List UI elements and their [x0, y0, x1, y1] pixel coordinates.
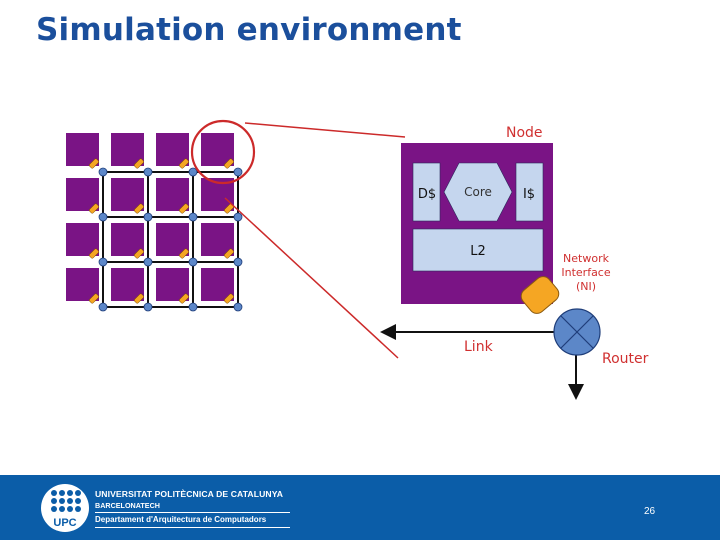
university-subtitle: BARCELONATECH	[95, 501, 160, 510]
noc-diagram: D$ Core I$ L2 Node Network Interface (NI…	[66, 119, 649, 400]
department-name: Departament d'Arquitectura de Computador…	[95, 515, 267, 524]
mesh-router	[233, 212, 243, 222]
router-cross-2	[560, 315, 594, 349]
mesh-router	[143, 212, 153, 222]
slide-title: Simulation environment	[36, 12, 462, 48]
mesh-router	[98, 257, 108, 267]
ni-label-line2: Interface	[561, 266, 610, 279]
footer-bar: UPC UNIVERSITAT POLITÈCNICA DE CATALUNYA…	[0, 475, 720, 540]
mesh-router	[188, 212, 198, 222]
icache-block	[515, 162, 544, 222]
node-label: Node	[506, 125, 543, 141]
callout-line-top	[244, 122, 406, 138]
core-label: Core	[464, 185, 492, 199]
mesh-network-interface	[134, 203, 144, 214]
mesh-network-interface	[179, 293, 189, 304]
mesh-network-interface	[224, 158, 234, 169]
mesh-network-interface	[179, 248, 189, 259]
mesh-network-interface	[179, 158, 189, 169]
icache-label: I$	[523, 187, 535, 202]
callout-line-bottom	[224, 197, 399, 359]
footer-divider-bottom	[95, 527, 290, 528]
dcache-block	[412, 162, 441, 222]
mesh-network-interface	[224, 248, 234, 259]
mesh-network-interface	[134, 293, 144, 304]
mesh-router	[143, 167, 153, 177]
callout-circle	[190, 119, 256, 185]
ni-label-line1: Network	[563, 252, 610, 265]
mesh-router	[188, 257, 198, 267]
mesh-network-interface	[134, 248, 144, 259]
mesh-network-interface	[89, 293, 99, 304]
mesh-router	[98, 212, 108, 222]
core-block	[443, 162, 513, 222]
page-number: 26	[644, 506, 656, 517]
mesh-router	[98, 167, 108, 177]
mesh-router	[233, 257, 243, 267]
logo-text: UPC	[53, 517, 76, 529]
mesh-router	[98, 302, 108, 312]
mesh-network-interface	[179, 203, 189, 214]
mesh-router	[143, 257, 153, 267]
l2-block	[412, 228, 544, 272]
link-label: Link	[464, 339, 494, 355]
mesh-router	[143, 302, 153, 312]
mesh-router	[188, 167, 198, 177]
network-interface	[520, 276, 560, 314]
dcache-label: D$	[418, 187, 436, 202]
university-name: UNIVERSITAT POLITÈCNICA DE CATALUNYA	[95, 489, 284, 499]
ni-label-line3: (NI)	[576, 280, 596, 293]
mesh-network-interface	[89, 158, 99, 169]
mesh-network-interface	[224, 293, 234, 304]
upc-logo: UPC	[41, 484, 89, 532]
mesh-router	[188, 302, 198, 312]
router-label: Router	[602, 351, 649, 367]
mesh-network-interface	[89, 203, 99, 214]
mesh-network-interface	[89, 248, 99, 259]
mesh-network	[66, 133, 243, 312]
footer-divider	[95, 512, 290, 513]
mesh-router	[233, 302, 243, 312]
mesh-router	[233, 167, 243, 177]
l2-label: L2	[470, 244, 486, 259]
mesh-network-interface	[134, 158, 144, 169]
